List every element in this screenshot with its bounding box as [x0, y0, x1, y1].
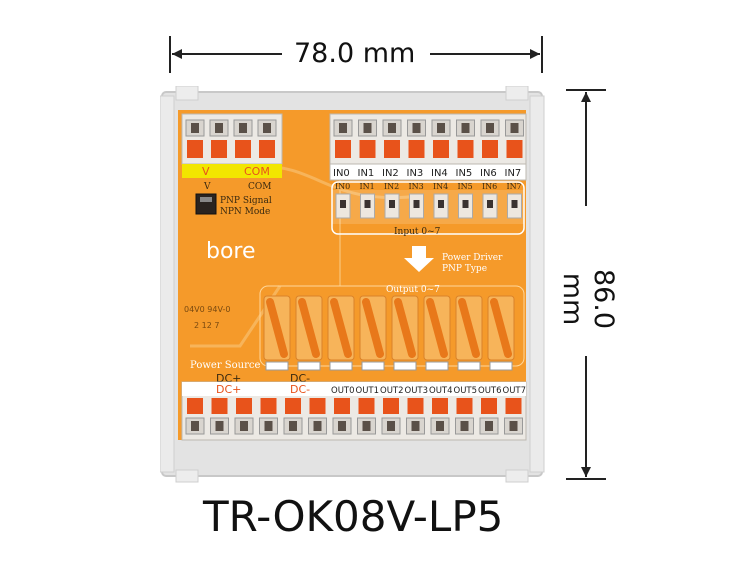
input-sub-label-7: IN7 [507, 182, 522, 191]
power-terminal-com-label: COM [244, 165, 270, 178]
bottom-terminal-lever-11[interactable] [456, 398, 473, 414]
power-terminal-v-label: V [202, 165, 210, 178]
signal-mode-line2: NPN Mode [220, 207, 270, 217]
output-label-0: OUT0 [331, 386, 355, 396]
bottom-terminal-lever-2[interactable] [236, 398, 252, 414]
model-name: TR-OK08V-LP5 [203, 492, 504, 541]
bottom-terminal-lever-12[interactable] [481, 398, 497, 414]
power-source-label: Power Source [190, 360, 260, 371]
dc-plus-lower-label: DC+ [216, 383, 241, 396]
input-sub-label-2: IN2 [384, 182, 399, 191]
dc-minus-lower-label: DC- [290, 383, 310, 396]
brand-logo: bore [206, 239, 256, 264]
bottom-terminal-lever-1[interactable] [211, 398, 228, 414]
output-label-4: OUT4 [429, 386, 453, 396]
signal-mode-line1: PNP Signal [220, 196, 272, 206]
output-label-3: OUT3 [405, 386, 429, 396]
bottom-terminal-lever-10[interactable] [432, 398, 448, 414]
input-sub-label-1: IN1 [360, 182, 375, 191]
output-relays [263, 295, 515, 371]
product-image: V COM V COM PNP Signal NPN Mode bore 04V… [160, 86, 545, 483]
output-label-5: OUT5 [454, 386, 478, 396]
height-dimension-line [566, 89, 606, 480]
bottom-terminal-lever-5[interactable] [309, 398, 326, 414]
output-label-2: OUT2 [380, 386, 404, 396]
input-label-4: IN4 [431, 168, 448, 179]
input-sub-label-3: IN3 [409, 182, 424, 191]
bottom-terminal-lever-0[interactable] [187, 398, 203, 414]
down-arrow-icon [404, 246, 434, 272]
input-sub-label-4: IN4 [433, 182, 448, 191]
bottom-terminal-lever-13[interactable] [505, 398, 522, 414]
bottom-terminal-lever-7[interactable] [358, 398, 375, 414]
input-label-1: IN1 [358, 168, 375, 179]
input-group-label: Input 0~7 [394, 227, 441, 237]
output-terminal-block [181, 381, 527, 441]
input-labels: IN0 IN1 IN2 IN3 IN4 IN5 IN6 IN7 [333, 168, 521, 179]
bottom-terminal-lever-3[interactable] [260, 398, 277, 414]
input-sub-label-6: IN6 [482, 182, 497, 191]
bottom-terminal-lever-4[interactable] [285, 398, 301, 414]
width-label: 78.0 mm [294, 38, 416, 69]
output-label-7: OUT7 [503, 386, 527, 396]
pcb-date: 2 12 7 [194, 321, 219, 330]
output-label-1: OUT1 [356, 386, 380, 396]
bottom-terminal-lever-6[interactable] [334, 398, 350, 414]
width-dimension-line [169, 36, 543, 73]
input-sub-label-0: IN0 [335, 182, 350, 191]
input-label-7: IN7 [505, 168, 522, 179]
output-group-label: Output 0~7 [386, 285, 440, 295]
driver-label-line2: PNP Type [442, 264, 487, 274]
input-label-3: IN3 [407, 168, 424, 179]
power-terminal-block [181, 113, 283, 178]
input-label-6: IN6 [480, 168, 497, 179]
input-label-0: IN0 [333, 168, 350, 179]
pcb-marks: 04V0 94V-0 [184, 305, 230, 314]
input-label-2: IN2 [382, 168, 399, 179]
output-label-6: OUT6 [478, 386, 502, 396]
bottom-terminal-lever-8[interactable] [383, 398, 399, 414]
input-sub-labels: IN0 IN1 IN2 IN3 IN4 IN5 IN6 IN7 [335, 182, 522, 191]
height-label: 86.0 mm [557, 268, 619, 330]
driver-label-line1: Power Driver [442, 253, 503, 263]
input-label-5: IN5 [456, 168, 473, 179]
power-sub-v-label: V [203, 182, 211, 192]
input-sub-label-5: IN5 [458, 182, 473, 191]
power-sub-com-label: COM [248, 182, 271, 192]
input-terminal-block [329, 113, 527, 181]
bottom-terminal-lever-9[interactable] [407, 398, 424, 414]
